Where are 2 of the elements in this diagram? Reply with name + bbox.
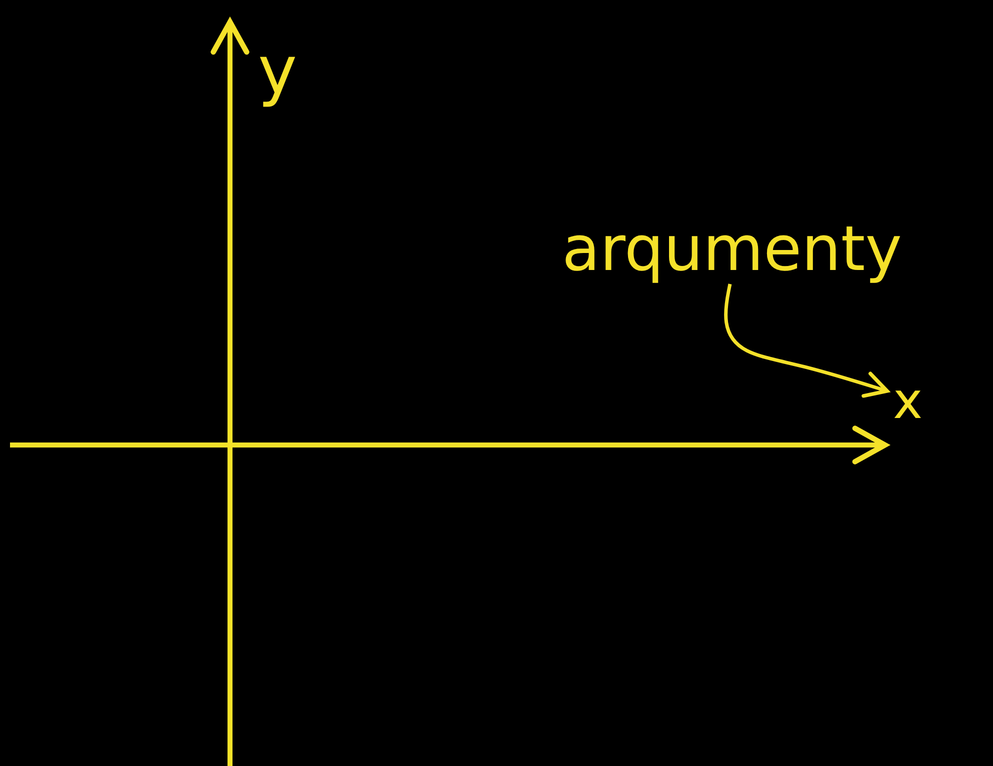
curved-arrow — [724, 284, 889, 398]
axis-label: x — [893, 376, 923, 426]
